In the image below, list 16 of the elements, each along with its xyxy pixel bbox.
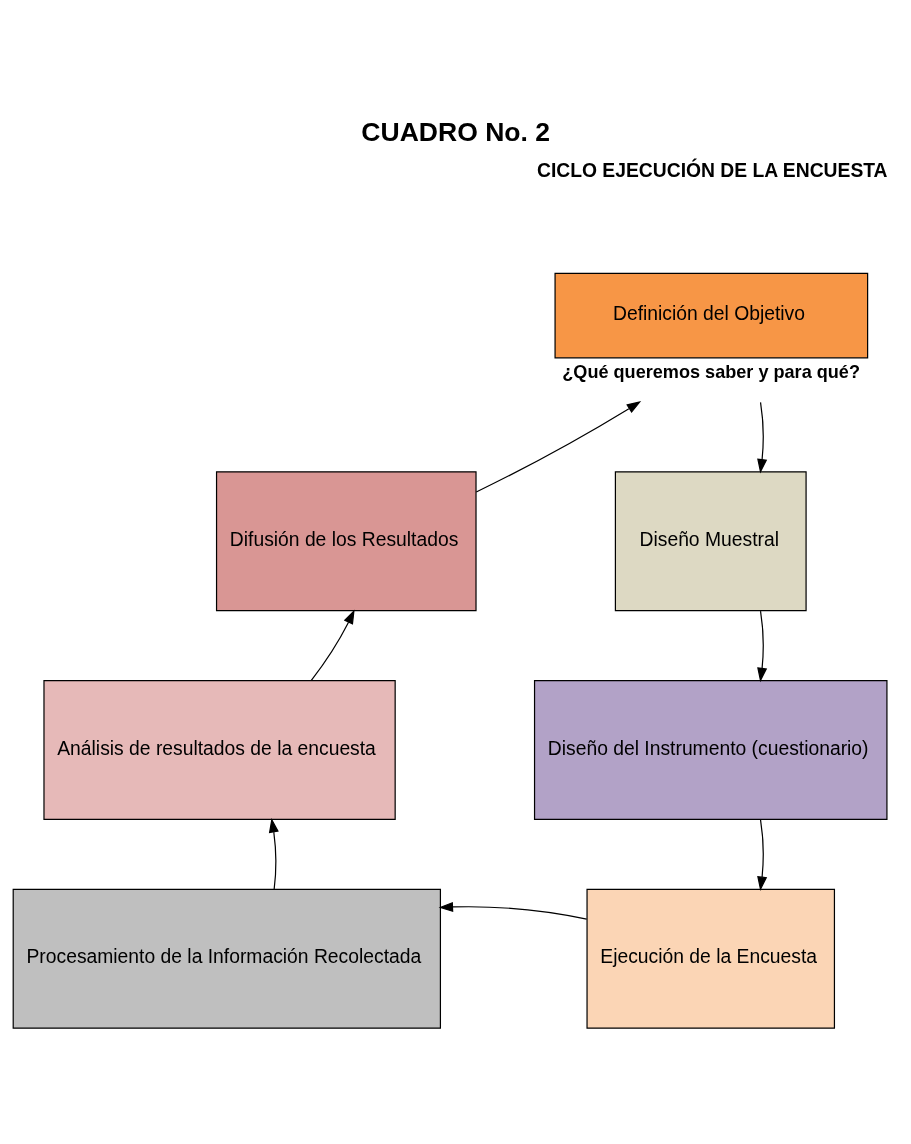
node-box: Diseño del Instrumento (cuestionario) [533,680,888,820]
diagram-title: CUADRO No. 2 [361,116,551,147]
arrow [757,819,768,891]
label: CICLO EJECUCIÓN DE LA ENCUESTA [536,160,888,182]
arrow [757,401,768,474]
node-box: Ejecución de la Encuesta [586,888,836,1029]
arrow [475,401,642,493]
arrow [268,818,279,890]
node-box: Diseño Muestral [614,471,807,612]
arrow [438,901,588,920]
arrow [310,609,355,681]
arrow [757,610,768,683]
node-box: Procesamiento de la Información Recolectada [12,888,441,1029]
node-label: ¿Qué queremos saber y para qué? [562,362,860,383]
node-box: Difusión de los Resultados [215,471,477,612]
node-box: Análisis de resultados de la encuesta [43,680,396,820]
